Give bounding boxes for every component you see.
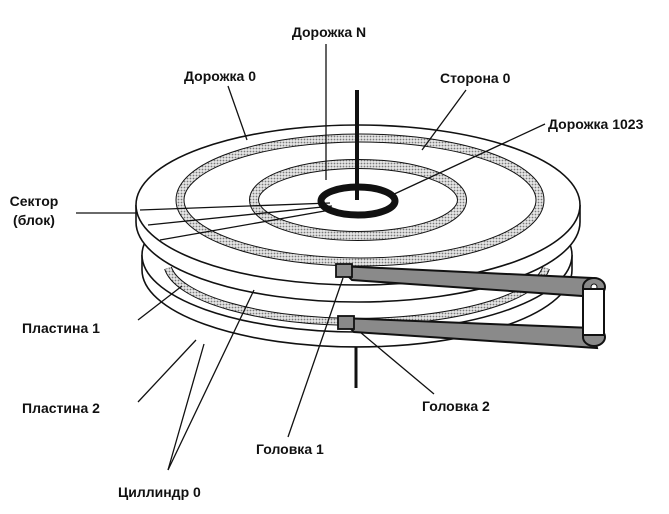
label-head-2: Головка 2: [422, 398, 490, 414]
label-track-n: Дорожка N: [291, 24, 367, 40]
leader-lines: [76, 44, 546, 471]
label-platter-1: Пластина 1: [22, 320, 100, 336]
sector-lines: [139, 202, 337, 241]
label-track-0: Дорожка 0: [184, 68, 257, 84]
label-track-1023: Дорожка 1023: [548, 116, 644, 132]
label-cylinder-0: Циллиндр 0: [118, 484, 201, 500]
arm-2: [337, 315, 606, 350]
label-sector-block: (блок): [13, 212, 55, 228]
label-side-0: Сторона 0: [440, 70, 511, 86]
label-head-1: Головка 1: [256, 441, 324, 457]
label-sector: Сектор: [9, 193, 59, 209]
arm-pivot-post: [582, 288, 605, 336]
label-platter-2: Пластина 2: [22, 400, 100, 416]
